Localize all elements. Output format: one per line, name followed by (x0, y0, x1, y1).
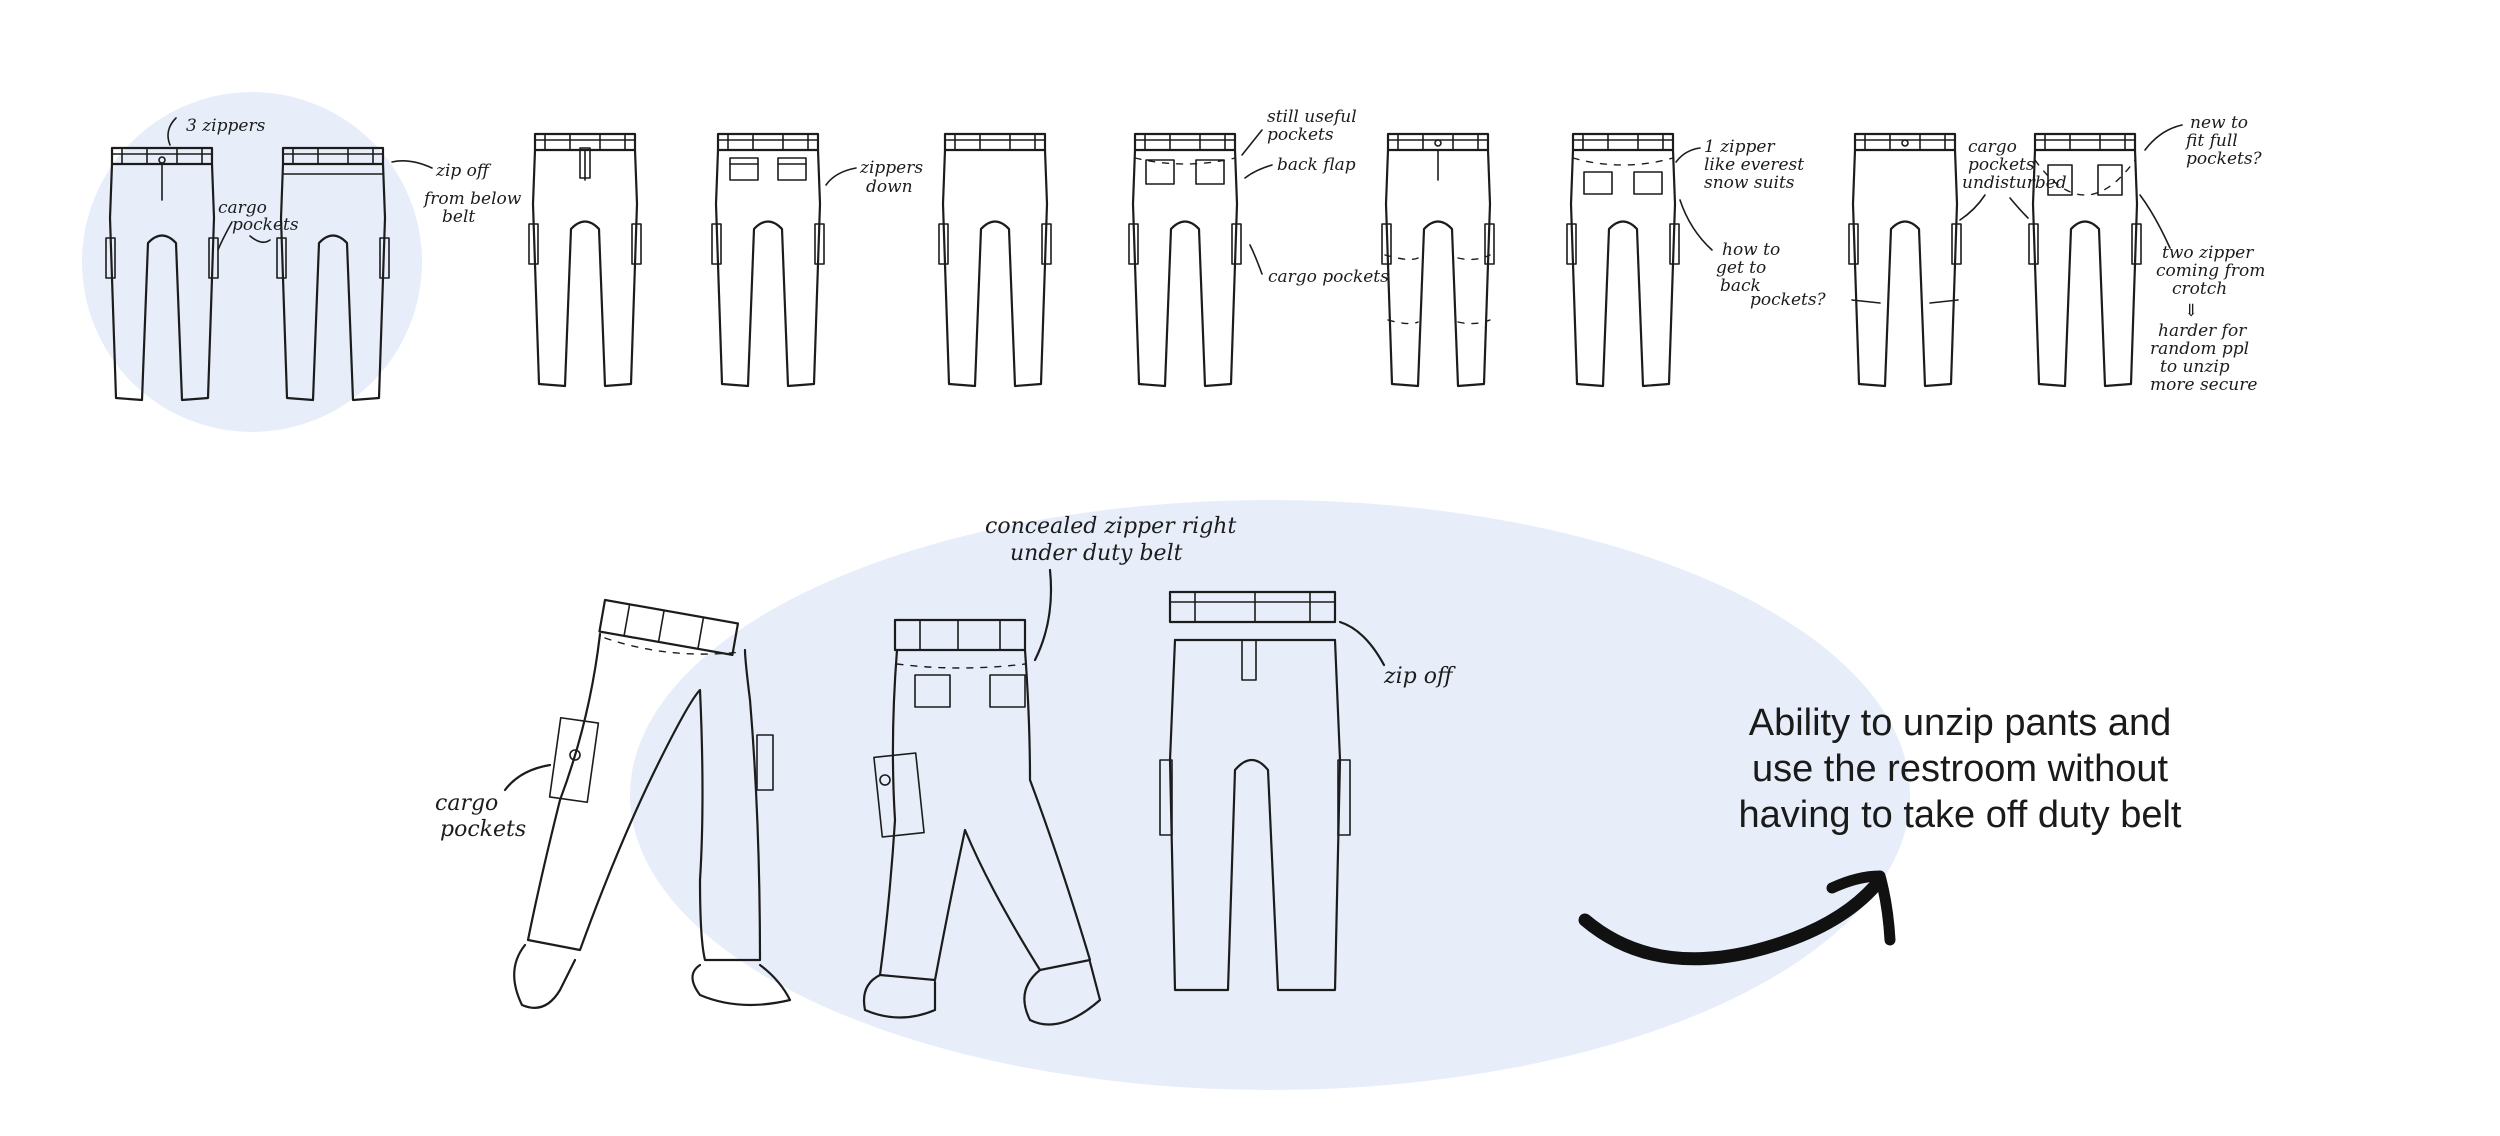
note-two-zipper-2: coming from (2156, 261, 2265, 281)
note-harder-2: random ppl (2150, 339, 2249, 359)
note-zip-off-1: zip off (435, 161, 492, 181)
note-1-zipper-1: 1 zipper (1704, 137, 1775, 157)
sketch-1-front (104, 146, 220, 402)
sketch-5-front (1847, 132, 1963, 388)
note-new-to-3: pockets? (2186, 149, 2263, 169)
sketch-2-back: zippers down (710, 132, 923, 388)
note-zippers-down-1: zippers (859, 158, 923, 178)
curved-arrow-icon (1578, 870, 1896, 966)
sketch-5-back: cargo pockets undisturbed new to fit ful… (1959, 113, 2265, 395)
caption-line-2: use the restroom without (1751, 748, 2169, 790)
note-1-zipper-2: like everest (1704, 155, 1804, 175)
sketch-4-back: 1 zipper like everest snow suits how to … (1565, 132, 1827, 388)
note-two-zipper-3: crotch (2172, 279, 2227, 299)
note-cargo-pockets-1: cargo (435, 791, 498, 816)
note-1-zipper-3: snow suits (1704, 173, 1795, 193)
note-cargo-undisturbed-2: pockets (1968, 155, 2035, 175)
note-new-to-2: fit full (2184, 131, 2238, 151)
note-new-to-1: new to (2190, 113, 2248, 133)
note-harder-4: more secure (2150, 375, 2257, 395)
note-cargo-pockets: cargo pockets (1268, 267, 1389, 287)
note-arrow-down: ⇓ (2184, 301, 2198, 321)
sketch-walking-back (862, 618, 1102, 1026)
note-harder-1: harder for (2158, 321, 2247, 341)
sketch-1-notes: 3 zippers cargo pockets zip off from bel… (167, 116, 522, 251)
sketch-3-back: still useful pockets back flap cargo poc… (1127, 107, 1389, 388)
note-useful-1: still useful (1267, 107, 1357, 127)
bottom-notes: cargo pockets concealed zipper right und… (435, 514, 1456, 842)
caption-line-1: Ability to unzip pants and (1748, 702, 2172, 744)
note-how-1: how to (1722, 240, 1780, 260)
note-two-zipper-1: two zipper (2162, 243, 2254, 263)
sketch-walking-side (513, 598, 792, 1009)
note-zip-off-2: from below (422, 189, 522, 209)
note-zippers: 3 zippers (186, 116, 266, 136)
sketch-4-front (1380, 132, 1496, 388)
note-zip-off-3: belt (442, 207, 475, 227)
sketch-1-back (275, 146, 391, 402)
note-how-2: get to (1716, 258, 1766, 278)
note-cargo-undisturbed-3: undisturbed (1962, 173, 2067, 193)
note-cargo-pockets-2: pockets (440, 817, 526, 842)
sketch-3-front (937, 132, 1053, 388)
note-useful-2: pockets (1267, 125, 1334, 145)
note-concealed-2: under duty belt (1010, 541, 1183, 566)
note-cargo-1: cargo (218, 198, 267, 218)
note-zip-off: zip off (1383, 664, 1456, 689)
note-concealed-1: concealed zipper right (985, 514, 1236, 539)
note-back-flap: back flap (1277, 155, 1356, 175)
note-cargo-2: pockets (232, 215, 299, 235)
note-cargo-undisturbed-1: cargo (1968, 137, 2017, 157)
highlight-circle (82, 92, 422, 432)
note-zippers-down-2: down (866, 177, 913, 197)
sketch-2-front (527, 132, 643, 388)
caption-text: Ability to unzip pants and use the restr… (1650, 700, 2270, 838)
note-how-3: back (1720, 276, 1761, 296)
note-harder-3: to unzip (2160, 357, 2230, 377)
caption-line-3: having to take off duty belt (1738, 794, 2182, 836)
note-how-4: pockets? (1750, 290, 1827, 310)
sketch-front-zip-off (1159, 590, 1351, 992)
